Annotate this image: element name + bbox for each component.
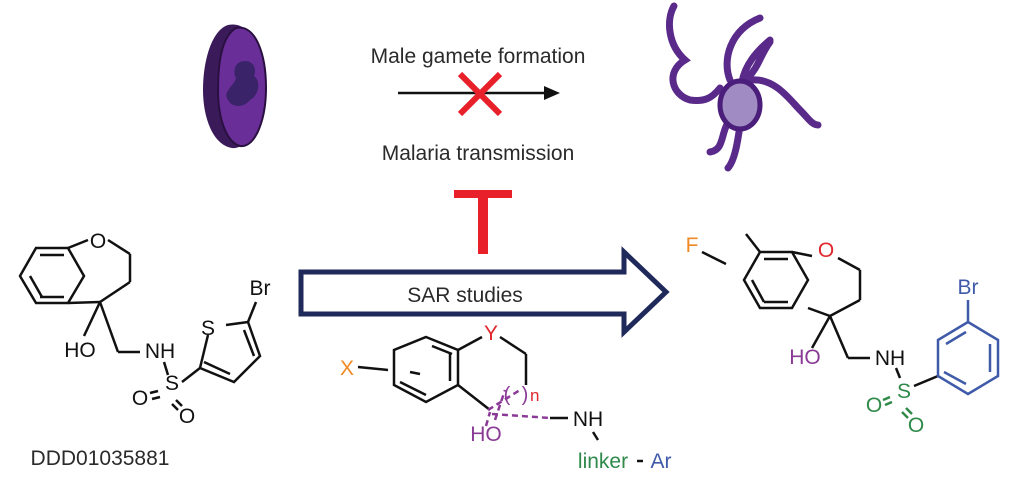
hit-compound-structure [18,238,262,411]
substituent-y: Y [484,322,498,345]
scaffold-linker: linker [578,450,628,473]
substituent-x: X [340,357,354,380]
hit-compound-name: DDD01035881 [31,447,170,470]
atom-ho: HO [64,339,96,362]
scaffold-nh: NH [573,408,603,431]
optimized-compound-structure [701,233,870,360]
blocked-x-icon [457,71,503,117]
atom-f: F [686,234,699,257]
atom-nh: NH [145,340,175,363]
atom-o-1: O [132,387,148,410]
atom-s-ring: S [201,317,215,340]
hit-compound-atoms: O HO NH S Br S O O [64,230,270,428]
male-gamete-formation-label: Male gamete formation [371,45,586,68]
atom-s: S [897,380,911,403]
scaffold-ho: HO [470,423,502,446]
ring-size-paren-close: ) [522,384,529,406]
atom-o-2: O [179,405,195,428]
optimized-compound-sulfonyl-aryl [882,300,1000,419]
scaffold-atoms: X Y n ( ) HO NH linker Ar [340,322,672,473]
gametocyte-cell-image [203,24,268,149]
scaffold-ar: Ar [651,450,672,473]
atom-o: O [90,230,106,253]
atom-br: Br [250,277,271,300]
malaria-transmission-label: Malaria transmission [382,142,575,165]
scaffold-variation-markers [484,388,551,427]
generic-scaffold-structure [357,335,600,441]
atom-o: O [818,239,834,262]
ring-size-n: n [530,386,539,405]
atom-s-sulfonyl: S [165,372,179,395]
sar-studies-label: SAR studies [407,284,523,307]
ring-size-paren-open: ( [504,384,511,406]
atom-nh: NH [875,347,905,370]
atom-br: Br [958,276,979,299]
atom-ho: HO [789,346,821,369]
cell-nucleus [717,78,763,132]
gamete-formation-arrow [398,86,560,100]
optimized-compound-atoms: F O HO NH S O O Br [686,234,979,437]
atom-o-1: O [866,394,882,417]
inhibition-t-icon [454,190,512,254]
atom-o-2: O [908,414,924,437]
sar-studies-arrow [298,246,670,338]
